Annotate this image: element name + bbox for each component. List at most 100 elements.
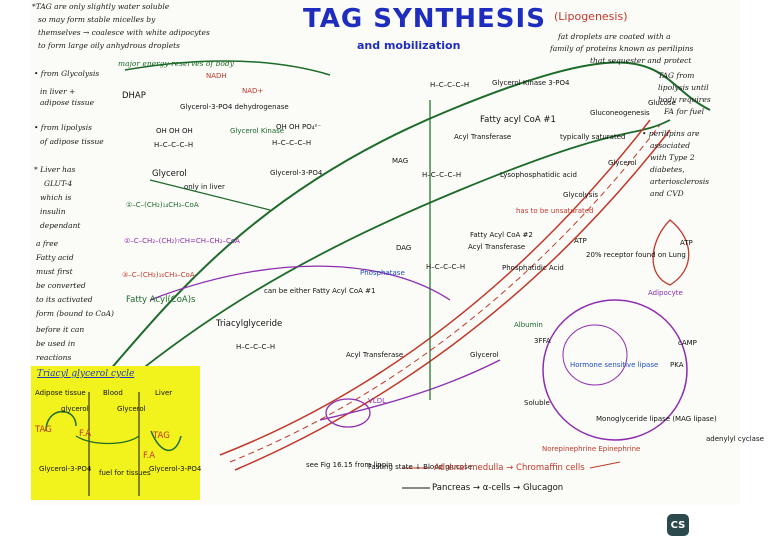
note-line: adipose tissue [40,98,95,107]
note-line: themselves → coalesce with white adipocy… [38,28,210,37]
note-line: so may form stable micelles by [38,15,156,24]
glycerol-vertical-label: Glycerol [608,159,637,167]
fatty-acyl-coa1-label: Fatty acyl CoA #1 [480,115,556,125]
page-subtitle: (Lipogenesis) [554,10,628,23]
glycerol-kinase-label: Glycerol Kinase [230,127,285,135]
adipocyte-label: Adipocyte [648,289,683,297]
note-line: to its activated [36,295,93,304]
note-line: • from lipolysis [34,123,93,132]
pathway-arrows [69,60,711,489]
note-line: in liver + [40,87,76,96]
glucose-label: Glucose [648,99,676,107]
unsaturated-label: has to be unsaturated [516,207,594,215]
note-line: to form large oily anhydrous droplets [38,41,181,50]
acyl-transferase-label: Acyl Transferase [454,133,512,141]
camp-label: cAMP [678,339,697,347]
note-line: *TAG are only slightly water soluble [32,2,170,11]
note-line: and CVD [650,189,684,198]
note-line: body requires [658,95,711,104]
acyl-chain: ①–C–(CH₂)₁₄CH₃–CoA [126,201,199,209]
note-line: TAG from [658,71,695,80]
typically-saturated-label: typically saturated [560,133,626,141]
pka-label: PKA [670,361,684,369]
glycerol-right-label: Glycerol [117,405,146,413]
nadh-label: NADH [206,72,227,80]
fa-left-label: F.A [79,429,92,439]
note-line: with Type 2 [650,153,695,162]
glycerol-structure: H–C–C–C–H [154,141,194,149]
triacylglyceride-label: Triacylglyceride [216,319,283,329]
camscanner-logo: CS [667,514,689,536]
phosphatidic-label: Phosphatidic Acid [502,264,564,272]
note-line: GLUT-4 [44,179,73,188]
glycolysis-label: Glycolysis [563,191,598,199]
acyl-chain: ②–C–CH₂–(CH₂)₇CH=CH–CH₂–CoA [124,237,240,245]
note-line: insulin [40,207,66,216]
page-title: TAG SYNTHESIS [303,4,546,34]
note-line: must first [36,267,73,276]
monoglyceride-label: Monoglyceride lipase (MAG lipase) [596,415,717,423]
see-fig-label: see Fig 16.15 from lippin [306,461,393,469]
top-structure: H–C–C–C–H [430,81,470,89]
tag-cycle-arrows [45,392,182,496]
atp-label-left: ATP [574,237,587,245]
fuel-label: fuel for tissues [99,469,151,477]
glycerol-structure: OH OH OH [156,127,193,135]
note-line: of adipose tissue [40,137,104,146]
adrenal-label: Adrenal medulla → Chromaffin cells [434,463,585,473]
dag-structure: H–C–C–C–H [426,263,466,271]
pancreas-label: Pancreas → α-cells → Glucagon [432,483,564,493]
adenylyl-label: adenylyl cyclase [706,435,764,443]
tag-cycle-title: Triacyl glycerol cycle [37,369,135,379]
phosphatase-label: Phosphatase [360,269,405,277]
mag-label: MAG [392,157,409,165]
fasting-label: Fasting state ↓ Blood glucose [368,463,473,471]
either-label: can be either Fatty Acyl CoA #1 [264,287,376,295]
blood-label: Blood [103,389,123,397]
gluconeogenesis-label: Gluconeogenesis [590,109,650,117]
g3p-dehydrogenase-label: Glycerol-3-PO4 dehydrogenase [180,103,289,111]
adipose-label: Adipose tissue [35,389,86,397]
note-line: a free [36,239,59,248]
nad-label: NAD+ [242,87,264,95]
glycerol-lower-label: Glycerol [470,351,499,359]
note-line: fat droplets are coated with a [558,32,671,41]
glycerol-label: Glycerol [152,169,187,179]
tag-right-label: TAG [153,431,170,441]
fatty-acyl-coas-label: Fatty Acyl(CoA)s [126,295,196,305]
note-line: lipolysis until [658,83,709,92]
g3p-structure: OH OH PO₄²⁻ [276,123,322,131]
tag-structure: H–C–C–C–H [236,343,276,351]
glycerol-3p-label: Glycerol-3-PO4 [270,169,323,177]
note-line: • perilipins are [642,129,700,138]
note-line: that sequester and protect [590,56,692,65]
g3p-left-label: Glycerol-3-PO4 [39,465,92,473]
tag-cycle-box: Triacyl glycerol cycle Adipose tissue Bl… [31,366,202,500]
mid-structure: H–C–C–C–H [422,171,462,179]
note-line: be used in [36,339,76,348]
glycerol-left-label: glycerol [61,405,89,413]
acyl-transferase2-label: Acyl Transferase [468,243,526,251]
note-line: arteriosclerosis [650,177,710,186]
dhap-label: DHAP [122,91,146,101]
hormone-lipase-label: Hormone sensitive lipase [570,361,659,369]
fatty-acyl-coa2-label: Fatty Acyl CoA #2 [470,231,533,239]
note-line: family of proteins known as perilipins [550,44,694,53]
note-line: * Liver has [34,165,76,174]
note-line: dependant [40,221,81,230]
acyl-chain: ③–C–(CH₂)₁₆CH₃–CoA [122,271,195,279]
only-liver-label: only in liver [184,183,225,191]
norepi-label: Norepinephrine Epinephrine [542,445,641,453]
note-line: be converted [36,281,86,290]
lysophosphatidic-label: Lysophosphatidic acid [500,171,577,179]
glycerol-3p-top-label: Glycerol Kinase 3-PO4 [492,79,570,87]
ffa-label: 3FFA [534,337,551,345]
albumin-label: Albumin [514,321,543,329]
vldl-label: VLDL [368,397,386,405]
note-line: which is [40,193,72,202]
acyl-transferase3-label: Acyl Transferase [346,351,404,359]
note-line: Fatty acid [36,253,74,262]
receptor-label: 20% receptor found on Lung [586,251,686,259]
liver-label: Liver [155,389,173,397]
g3p-right-label: Glycerol-3-PO4 [149,465,202,473]
